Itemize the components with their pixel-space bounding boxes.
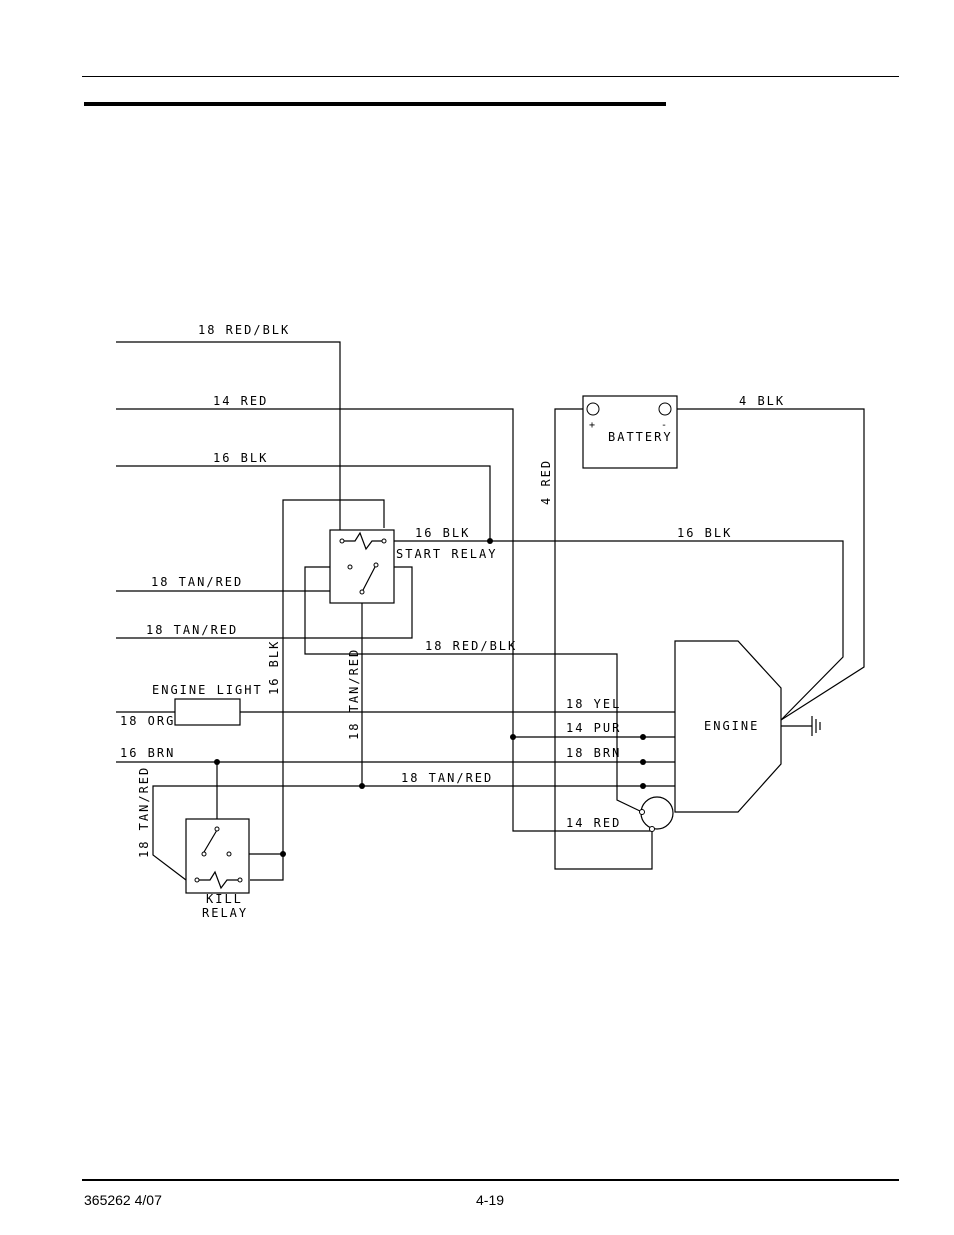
wire-18-tan-red-left [152, 785, 217, 881]
label-4-blk: 4 BLK [739, 394, 785, 408]
wire-14-red-top [116, 408, 652, 832]
label-18-tan-red-left-vert: 18 TAN/RED [137, 766, 151, 858]
label-engine-light: ENGINE LIGHT [152, 683, 263, 697]
page-number: 4-19 [476, 1192, 505, 1208]
battery-neg-terminal [658, 402, 672, 416]
kill-relay-coil [197, 870, 240, 890]
label-relay: RELAY [202, 906, 248, 920]
battery-pos-terminal [586, 402, 600, 416]
label-kill: KILL [206, 892, 243, 906]
label-18-yel: 18 YEL [566, 697, 621, 711]
header-rule [82, 76, 899, 77]
engine-block [674, 640, 782, 813]
label-18-red-blk-mid: 18 RED/BLK [425, 639, 517, 653]
wire-18-tan-red-2 [116, 566, 643, 813]
footer-rule [82, 1179, 899, 1181]
wires [116, 341, 865, 881]
ground-icon [811, 716, 821, 736]
wire-16-blk-vert [250, 499, 385, 881]
wire-16-blk-left [116, 465, 491, 541]
label-battery-neg: - [661, 420, 667, 431]
label-18-org: 18 ORG [120, 714, 175, 728]
label-16-blk-vert: 16 BLK [267, 640, 281, 695]
label-16-blk-left: 16 BLK [213, 451, 268, 465]
kill-relay-switch [203, 829, 218, 853]
label-16-blk-mid: 16 BLK [415, 526, 470, 540]
label-start-relay: START RELAY [396, 547, 497, 561]
title-rule [84, 102, 666, 106]
junction-dots [214, 538, 646, 857]
wire-4-red [554, 408, 653, 870]
wire-16-blk-right [385, 540, 844, 721]
label-engine: ENGINE [704, 719, 759, 733]
start-relay-coil [342, 531, 384, 551]
label-4-red: 4 RED [539, 459, 553, 505]
label-18-tan-red-2: 18 TAN/RED [146, 623, 238, 637]
label-16-blk-right: 16 BLK [677, 526, 732, 540]
label-18-tan-red-1: 18 TAN/RED [151, 575, 243, 589]
starter-motor [640, 796, 674, 830]
label-18-brn: 18 BRN [566, 746, 621, 760]
engine-light-box [174, 698, 241, 726]
label-18-tan-red-vert: 18 TAN/RED [347, 648, 361, 740]
label-14-red-top: 14 RED [213, 394, 268, 408]
label-14-pur: 14 PUR [566, 721, 621, 735]
label-18-red-blk-top: 18 RED/BLK [198, 323, 290, 337]
label-16-brn: 16 BRN [120, 746, 175, 760]
label-14-red-bottom: 14 RED [566, 816, 621, 830]
start-relay-switch [361, 564, 377, 593]
label-battery: BATTERY [608, 430, 673, 444]
label-18-tan-red-low: 18 TAN/RED [401, 771, 493, 785]
wire-4-blk [675, 408, 865, 721]
wire-18-red-blk-top [116, 341, 341, 540]
document-id: 365262 4/07 [84, 1192, 162, 1208]
label-battery-pos: + [589, 420, 595, 431]
